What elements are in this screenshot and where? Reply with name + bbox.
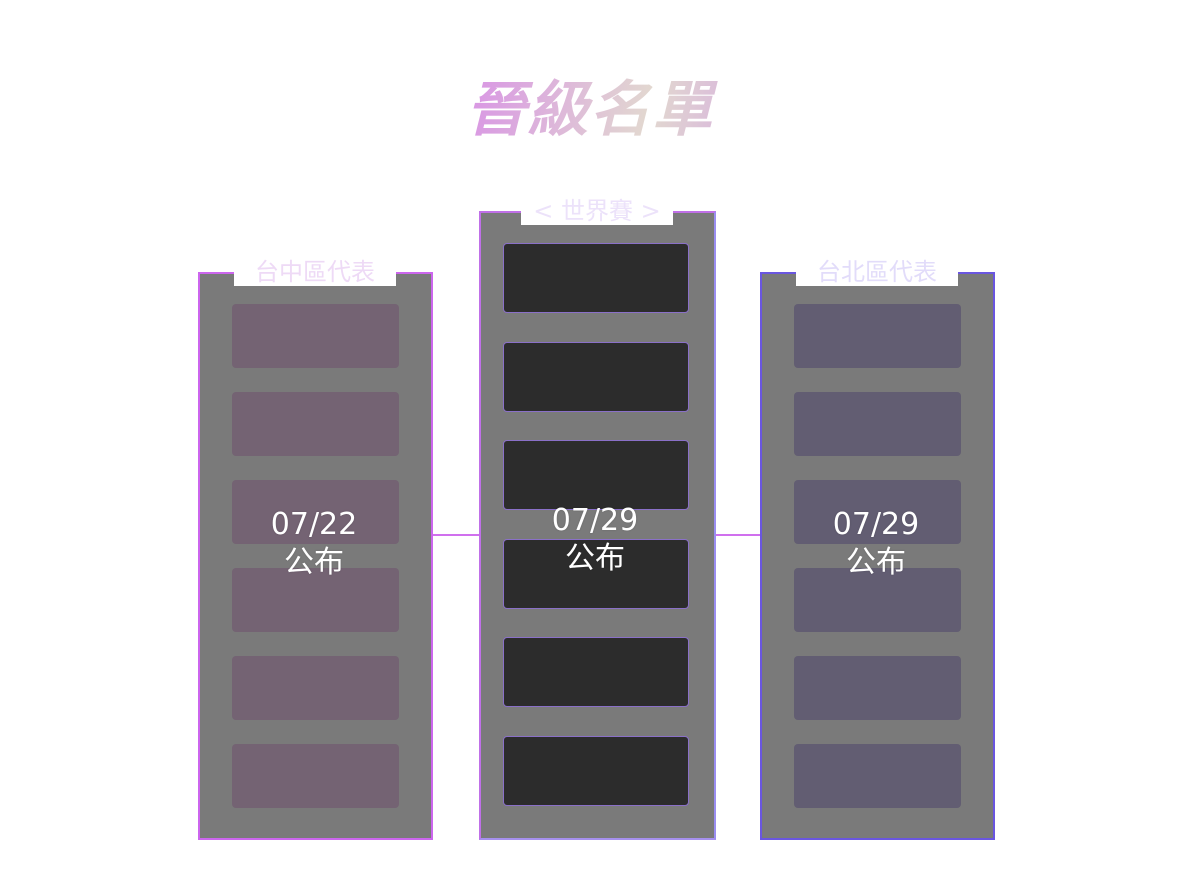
announce-date: 07/29 [832, 507, 920, 542]
team-slot [503, 342, 689, 412]
announce-date: 07/22 [270, 507, 358, 542]
bracket-column-worlds: < 世界賽 > [479, 197, 716, 840]
team-slot [794, 392, 961, 456]
team-slot [794, 656, 961, 720]
team-slot [794, 568, 961, 632]
announce-worlds: 07/29 公布 [480, 502, 710, 578]
team-slot [503, 440, 689, 510]
announce-date: 07/29 [551, 503, 639, 538]
team-slot [232, 392, 399, 456]
team-slot [503, 637, 689, 707]
team-slot [232, 656, 399, 720]
team-slot [232, 304, 399, 368]
column-label: 台中區代表 [234, 258, 396, 286]
team-slot [794, 480, 961, 544]
column-label: 台北區代表 [796, 258, 958, 286]
team-slot [503, 539, 689, 609]
bracket-connector-right [716, 534, 760, 536]
team-slot [232, 744, 399, 808]
column-label: < 世界賽 > [521, 197, 673, 225]
team-slot [503, 736, 689, 806]
bracket-connector-left [433, 534, 479, 536]
announce-text: 公布 [284, 545, 344, 580]
team-slot [503, 243, 689, 313]
announce-taichung: 07/22 公布 [199, 506, 429, 582]
announce-text: 公布 [846, 545, 906, 580]
team-slot [794, 744, 961, 808]
team-slot [794, 304, 961, 368]
announce-text: 公布 [565, 541, 625, 576]
page-title: 晉級名單 [0, 74, 1180, 146]
team-slot [232, 480, 399, 544]
team-slot [232, 568, 399, 632]
announce-taipei: 07/29 公布 [761, 506, 991, 582]
bracket-column-taichung: 台中區代表 [198, 258, 433, 840]
bracket-column-taipei: 台北區代表 [760, 258, 995, 840]
